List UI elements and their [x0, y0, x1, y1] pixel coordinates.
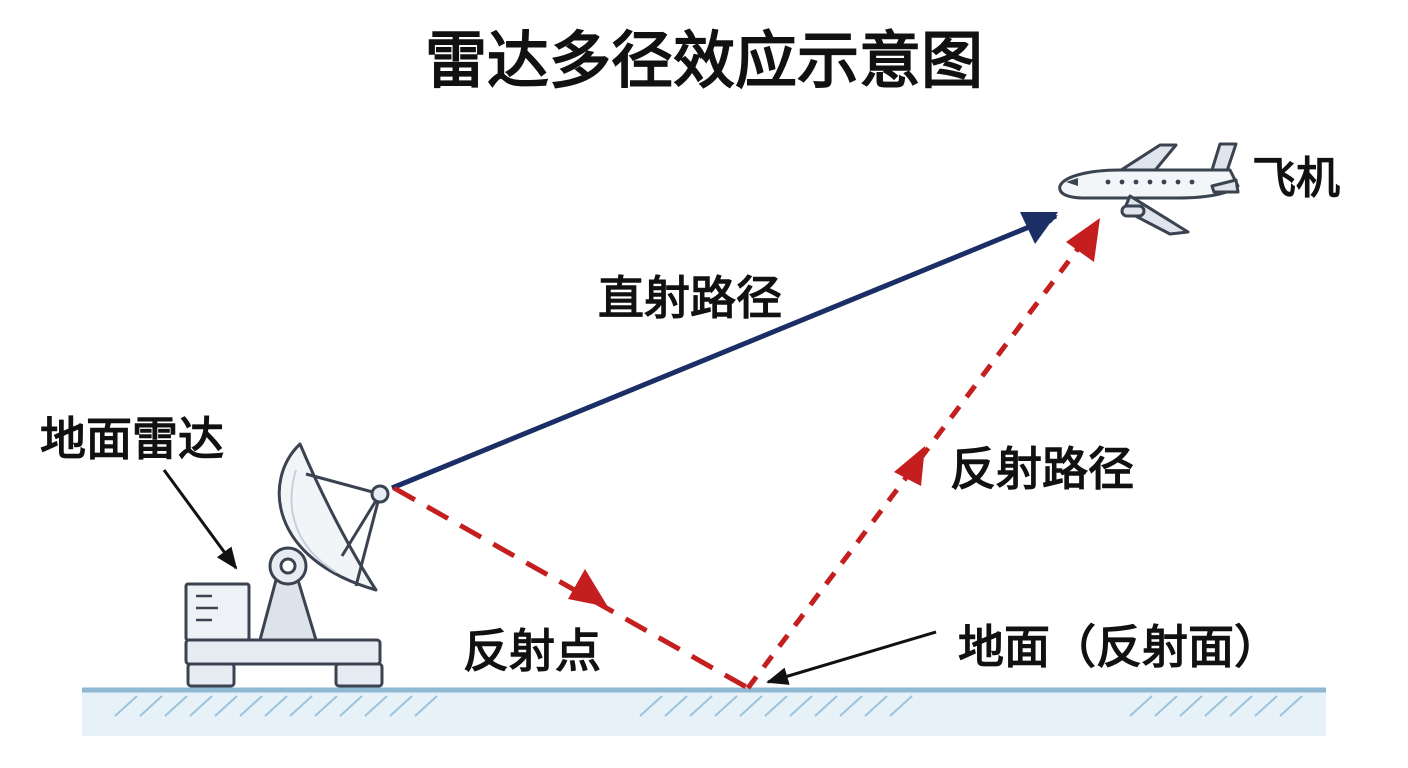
- radar-control-cabinet: [184, 582, 251, 642]
- radar-foot-left: [186, 662, 236, 688]
- airplane-stabilizer: [1210, 178, 1240, 194]
- diagram-title: 雷达多径效应示意图: [424, 24, 983, 97]
- aircraft-label: 飞机: [1252, 153, 1340, 204]
- radar-pointer-arrow: [162, 469, 238, 570]
- direct-path-arrowhead: [1020, 212, 1058, 244]
- direct-path-label: 直射路径: [598, 271, 782, 325]
- reflection-point-label: 反射点: [463, 624, 601, 678]
- reflected-path-label: 反射路径: [950, 442, 1134, 496]
- airplane-engine: [1120, 204, 1146, 218]
- radar-foot-right: [334, 662, 384, 688]
- reflected-path-arrow: [392, 218, 1100, 691]
- reflected-midpoint-arrowhead: [568, 569, 608, 607]
- radar-dish: [277, 442, 378, 592]
- direct-path-arrow: [391, 213, 1058, 491]
- radar-platform: [184, 638, 382, 666]
- ground-surface-label: 地面（反射面）: [958, 620, 1280, 674]
- radar-feed: [370, 484, 390, 504]
- ground-pointer-arrow: [766, 630, 937, 685]
- reflected-end-arrowhead: [1066, 218, 1100, 262]
- ground-fill: [82, 690, 1326, 736]
- reflected-midpoint-arrowhead-2: [894, 446, 925, 486]
- airplane-windows: [1105, 179, 1195, 185]
- ground-radar-label: 地面雷达: [40, 412, 224, 466]
- radar-dish-icon: [184, 442, 390, 688]
- reflected-incident-segment: [392, 485, 750, 691]
- radar-pedestal: [258, 578, 318, 642]
- airplane-icon: [1058, 142, 1240, 236]
- ground-hatching: [114, 695, 1303, 717]
- ground-surface: [82, 687, 1326, 736]
